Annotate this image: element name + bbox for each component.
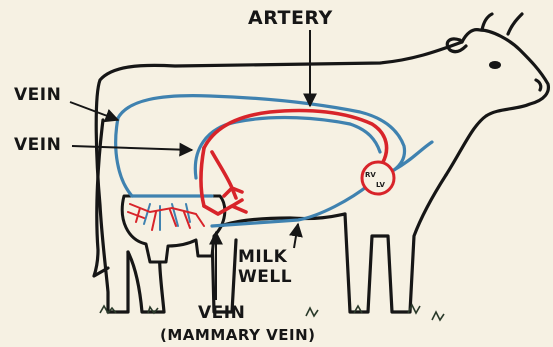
label-vein-top: VEIN xyxy=(14,85,61,105)
cow-nostril xyxy=(536,80,541,90)
label-milk-well-line2: WELL xyxy=(238,267,292,287)
heart: RV LV xyxy=(362,162,394,194)
annotations: ARTERY VEIN VEIN MILK WELL VEIN (MAMMARY… xyxy=(14,7,333,344)
cow-outline xyxy=(94,14,548,312)
vein-middle-loop xyxy=(195,118,350,178)
arrow-milk-well xyxy=(294,224,298,248)
vein-upper-loop xyxy=(118,96,405,170)
artery-branch-abdomen xyxy=(212,152,242,198)
cow-front-legs xyxy=(345,175,446,312)
vein-heart-to-head xyxy=(394,142,432,170)
label-mammary-vein: (MAMMARY VEIN) xyxy=(160,326,316,344)
arrow-vein-top xyxy=(70,102,118,120)
vein-upper-back-descent xyxy=(116,118,132,196)
cow-horn-left xyxy=(482,14,492,30)
heart-rv-label: RV xyxy=(365,171,376,179)
artery-descending xyxy=(201,148,204,206)
cow-horn-right xyxy=(508,14,522,34)
arrow-vein-middle xyxy=(72,146,192,150)
label-artery: ARTERY xyxy=(248,7,333,29)
cow-eye-icon xyxy=(489,61,501,69)
heart-lv-label: LV xyxy=(376,181,385,189)
label-vein-bottom: VEIN xyxy=(198,303,245,323)
label-milk-well-line1: MILK xyxy=(238,247,288,267)
label-vein-middle: VEIN xyxy=(14,135,61,155)
